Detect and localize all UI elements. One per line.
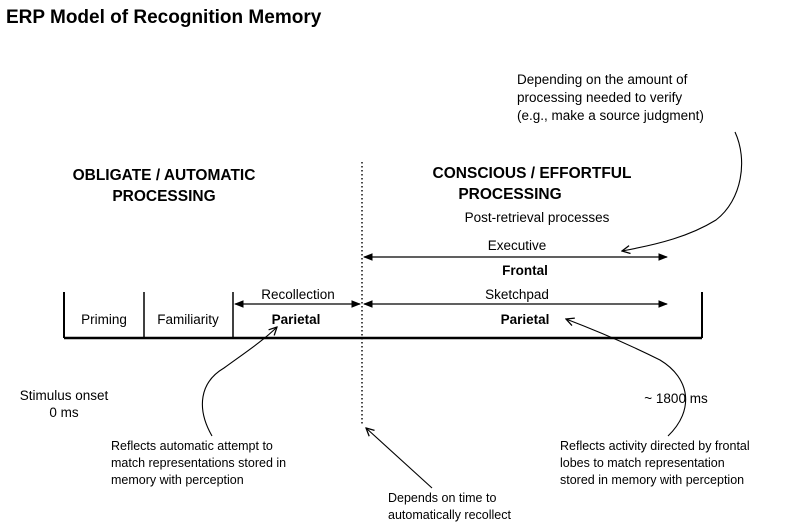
annotation-bottom-right-line3: stored in memory with perception [560,473,744,487]
conscious-heading-line1: CONSCIOUS / EFFORTFUL [433,165,632,182]
executive-label: Executive [488,238,547,253]
sketchpad-parietal-label: Parietal [501,312,550,327]
timeline-end-label: ~ 1800 ms [644,391,708,406]
annotation-bottom-right-arrow [566,319,687,437]
annotation-bottom-right-line2: lobes to match representation [560,456,725,470]
stimulus-onset-label: Stimulus onset [20,388,109,403]
obligate-heading-line2: PROCESSING [112,188,215,205]
frontal-label: Frontal [502,263,548,278]
sketchpad-label: Sketchpad [485,287,549,302]
recollection-parietal-label: Parietal [272,312,321,327]
annotation-bottom-left-line3: memory with perception [111,473,244,487]
annotation-bottom-left-line1: Reflects automatic attempt to [111,439,273,453]
annotation-bottom-center-line2: automatically recollect [388,508,511,522]
annotation-top-right-line2: processing needed to verify [517,90,682,105]
obligate-heading-line1: OBLIGATE / AUTOMATIC [73,167,256,184]
annotation-bottom-center-line1: Depends on time to [388,491,496,505]
annotation-top-right-line1: Depending on the amount of [517,72,688,87]
familiarity-label: Familiarity [157,312,219,327]
annotation-bottom-center-arrow [366,428,433,489]
annotation-bottom-right-line1: Reflects activity directed by frontal [560,439,750,453]
annotation-top-right-line3: (e.g., make a source judgment) [517,108,704,123]
priming-label: Priming [81,312,127,327]
stimulus-onset-time: 0 ms [49,405,79,420]
recollection-label: Recollection [261,287,335,302]
diagram-title: ERP Model of Recognition Memory [6,7,322,28]
conscious-heading-line2: PROCESSING [458,186,561,203]
annotation-top-right-arrow [622,131,743,251]
annotation-bottom-left-arrow [201,327,277,437]
annotation-bottom-left-line2: match representations stored in [111,456,286,470]
post-retrieval-label: Post-retrieval processes [465,210,610,225]
